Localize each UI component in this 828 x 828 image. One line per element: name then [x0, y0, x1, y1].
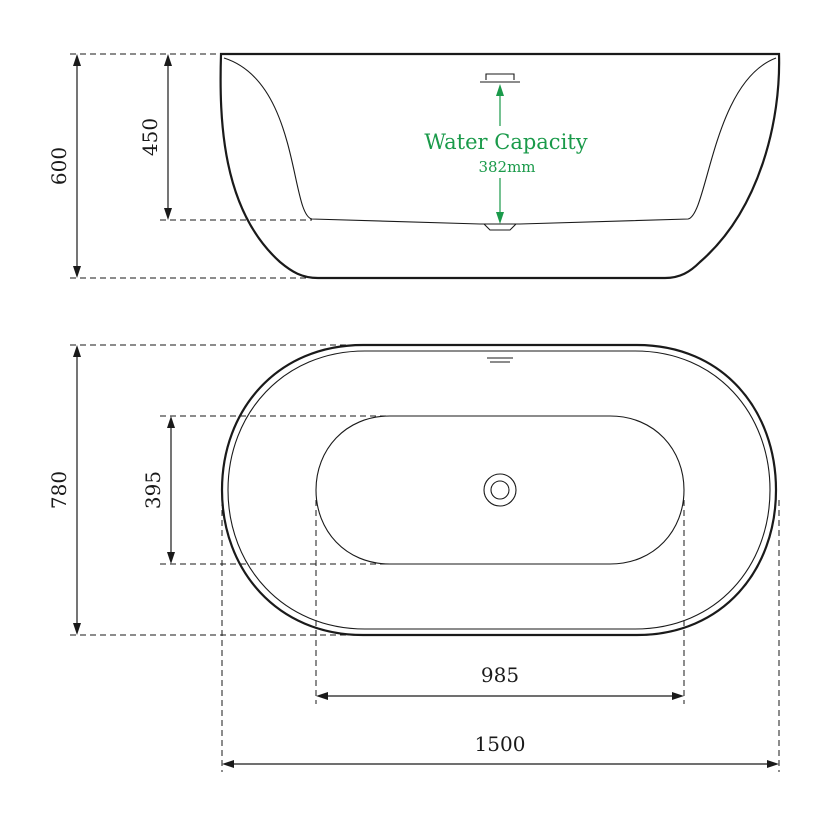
water-capacity-arrow-bottom: [496, 212, 504, 224]
dimension-600-arrow-top: [73, 54, 81, 66]
water-capacity-value: 382mm: [478, 158, 535, 176]
side-view-inner-basin: [223, 57, 777, 225]
side-view-outer-shell: [219, 52, 781, 280]
dimension-1500-label: 1500: [475, 732, 526, 756]
top-view-overflow: [487, 357, 513, 363]
dimension-450-label: 450: [138, 118, 162, 156]
water-capacity-title: Water Capacity: [424, 130, 587, 154]
dimension-395-label: 395: [141, 471, 165, 509]
top-view-drain-inner: [490, 480, 510, 500]
side-view-drain: [483, 223, 517, 231]
side-view-overflow: [480, 73, 520, 83]
water-capacity-arrow-top: [496, 84, 504, 96]
dimension-1500-arrow-right: [767, 760, 779, 768]
dimension-450-arrow-bottom: [164, 208, 172, 220]
dimension-985-arrow-left: [316, 692, 328, 700]
dimension-985-arrow-right: [672, 692, 684, 700]
dimension-450-arrow-top: [164, 54, 172, 66]
dimension-600-arrow-bottom: [73, 266, 81, 278]
water-capacity-label-backdrop: [420, 126, 592, 178]
top-view: 780 395 985 1500: [47, 343, 780, 772]
dimension-395-arrow-bottom: [167, 552, 175, 564]
dimension-395-arrow-top: [167, 416, 175, 428]
top-view-outer-rim: [220, 343, 778, 637]
dimension-780-arrow-bottom: [73, 623, 81, 635]
side-view: 600 450 Water Capacity 382mm: [47, 52, 781, 280]
dimension-985-label: 985: [481, 663, 519, 687]
dimension-780-arrow-top: [73, 345, 81, 357]
dimension-1500-arrow-left: [222, 760, 234, 768]
dimension-780-label: 780: [47, 471, 71, 509]
top-view-inner-rim: [227, 350, 771, 630]
top-view-drain-outer: [483, 473, 517, 507]
top-view-basin: [315, 415, 685, 565]
dimension-600-label: 600: [47, 147, 71, 185]
